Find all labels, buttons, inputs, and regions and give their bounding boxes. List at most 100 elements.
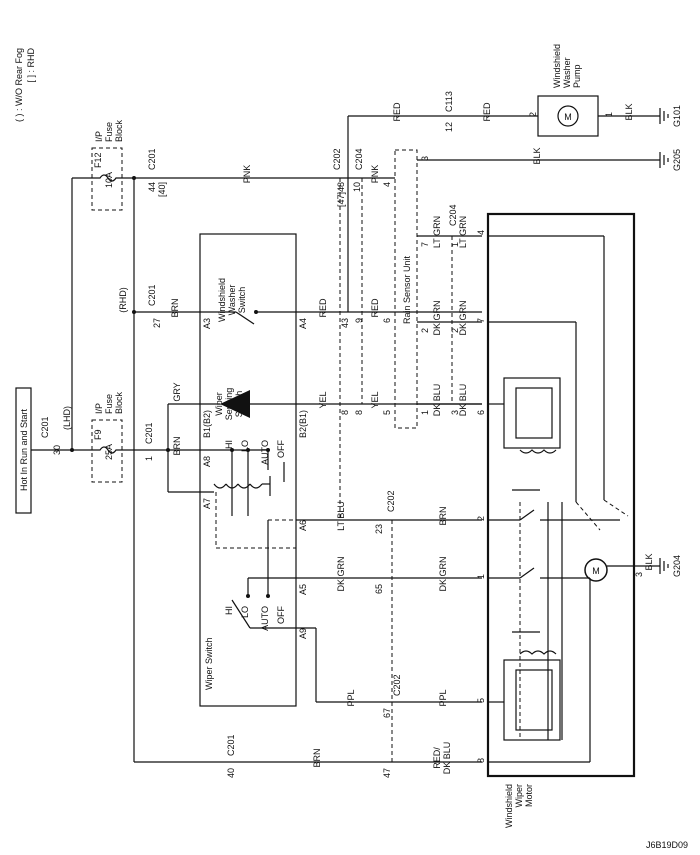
pin-c204-1: 1 bbox=[450, 242, 460, 247]
pin-m-7: 7 bbox=[476, 318, 486, 323]
pump-label-1: Windshield bbox=[552, 44, 562, 88]
variant-rhd: (RHD) bbox=[118, 287, 128, 313]
washer-switch-label-2: Washer bbox=[227, 285, 237, 316]
legend-line-1: ( ) : W/O Rear Fog bbox=[14, 48, 24, 122]
wire-dk-blu-2: DK BLU bbox=[458, 384, 468, 417]
fuse-f9: F9 25A I/P Fuse Block bbox=[91, 391, 124, 483]
variant-lhd: (LHD) bbox=[62, 406, 72, 430]
fuse-f12-rating: 10A bbox=[104, 172, 114, 188]
connector-c204-a: C204 bbox=[354, 148, 364, 170]
wire-blk-3: BLK bbox=[644, 553, 654, 570]
ground-g204: G204 BLK bbox=[634, 553, 682, 577]
pump-motor-symbol: M bbox=[564, 112, 572, 122]
fuse-f12-name: F12 bbox=[93, 152, 103, 168]
wire-red-3: RED bbox=[392, 102, 402, 122]
ground-g205: G205 bbox=[659, 149, 682, 171]
park-cam-lower bbox=[503, 659, 561, 741]
connector-c201-c: C201 bbox=[147, 284, 157, 306]
wire-red-dk-blu-1: RED/ bbox=[432, 747, 442, 769]
wire-blk-2: BLK bbox=[624, 103, 634, 120]
ground-g101-label: G101 bbox=[672, 105, 682, 127]
connector-c204-b: C204 bbox=[448, 204, 458, 226]
pin-sw-a5: A5 bbox=[298, 584, 308, 595]
pin-c202-67: 67 bbox=[382, 708, 392, 718]
pin-sw-a8: A8 bbox=[202, 456, 212, 467]
pin-sw-a3: A3 bbox=[202, 318, 212, 329]
pos-lower-auto: AUTO bbox=[260, 606, 270, 631]
connector-c201-d: C201 bbox=[144, 422, 154, 444]
connector-c201-b: C201 bbox=[147, 148, 157, 170]
pin-sw-a9: A9 bbox=[298, 628, 308, 639]
fuse-f9-block-2: Fuse bbox=[104, 394, 114, 414]
pin-c204-3: 3 bbox=[450, 410, 460, 415]
motor-label-2: Wiper bbox=[514, 784, 524, 808]
pin-rs-7: 7 bbox=[420, 242, 430, 247]
wire-brn-3: BRN bbox=[312, 748, 322, 767]
diagram-code: J6B19D09 bbox=[646, 840, 688, 850]
pos-upper-hi: HI bbox=[224, 440, 234, 449]
pin-pump-1: 1 bbox=[604, 112, 614, 117]
ground-g101: G101 bbox=[659, 105, 682, 127]
pin-sw-a6: A6 bbox=[298, 520, 308, 531]
fuse-f9-name: F9 bbox=[93, 429, 103, 440]
pin-m-8: 8 bbox=[476, 758, 486, 763]
pin-c201-1: 1 bbox=[144, 456, 154, 461]
pos-upper-auto: AUTO bbox=[260, 440, 270, 465]
pin-c113-12: 12 bbox=[444, 122, 454, 132]
wire-red-1: RED bbox=[318, 298, 328, 318]
pin-c202-43: 43 bbox=[340, 318, 350, 328]
supply-box: Hot In Run and Start bbox=[15, 387, 32, 514]
wire-brn-1: BRN bbox=[170, 298, 180, 317]
connector-c113: C113 bbox=[444, 91, 454, 112]
pin-rs-6: 6 bbox=[382, 318, 392, 323]
pin-sw-a4: A4 bbox=[298, 318, 308, 329]
washer-switch-label-3: Switch bbox=[237, 287, 247, 314]
pos-lower-lo: LO bbox=[240, 606, 250, 618]
pin-c202-8: 8 bbox=[340, 410, 350, 415]
wire-dk-grn-2: DK GRN bbox=[438, 556, 448, 591]
pin-m-4: 4 bbox=[476, 230, 486, 235]
pin-rs-1: 1 bbox=[420, 410, 430, 415]
pin-c204-10: 10 bbox=[352, 182, 362, 192]
pin-c204-2: 2 bbox=[450, 328, 460, 333]
pos-upper-lo: LO bbox=[240, 440, 250, 452]
wiper-switch-label: Wiper Switch bbox=[204, 637, 214, 690]
wire-yel-1: YEL bbox=[318, 391, 328, 408]
rain-sensor-unit: Rain Sensor Unit bbox=[394, 149, 418, 429]
pin-c201-40: 40 bbox=[226, 768, 236, 778]
pos-lower-hi: HI bbox=[224, 606, 234, 615]
ground-g204-label: G204 bbox=[672, 555, 682, 577]
wire-brn-4: BRN bbox=[438, 506, 448, 525]
wire-ppl-1: PPL bbox=[346, 689, 356, 706]
fuse-f12: F12 10A I/P Fuse Block bbox=[91, 119, 124, 211]
motor-label-3: Motor bbox=[524, 784, 534, 807]
legend: ( ) : W/O Rear Fog [ ] : RHD bbox=[14, 48, 36, 123]
wire-red-dk-blu-2: DK BLU bbox=[442, 742, 452, 775]
pin-c204-8: 8 bbox=[354, 410, 364, 415]
fuse-f9-rating: 25A bbox=[104, 444, 114, 460]
wire-dk-grn-4: DK GRN bbox=[458, 300, 468, 335]
wire-red-2: RED bbox=[370, 298, 380, 318]
fuse-f9-block-1: I/P bbox=[94, 403, 104, 414]
ground-g205-label: G205 bbox=[672, 149, 682, 171]
rain-sensor-label: Rain Sensor Unit bbox=[402, 255, 412, 324]
supply-label: Hot In Run and Start bbox=[19, 408, 29, 491]
pin-m-2: 2 bbox=[476, 516, 486, 521]
wiper-switch-box: Wiper Switch Windshield Washer Switch A3… bbox=[166, 233, 308, 707]
motor-symbol: M bbox=[592, 566, 600, 576]
pin-c202-23: 23 bbox=[374, 524, 384, 534]
pin-c204-9: 9 bbox=[354, 318, 364, 323]
wire-red-4: RED bbox=[482, 102, 492, 122]
pin-c201-44: 44 bbox=[147, 182, 157, 192]
wire-blk-1: BLK bbox=[532, 147, 542, 164]
wire-dk-grn-3: DK GRN bbox=[432, 300, 442, 335]
fuse-f12-block-2: Fuse bbox=[104, 122, 114, 142]
pin-rs-3: 3 bbox=[420, 156, 430, 161]
wire-ppl-2: PPL bbox=[438, 689, 448, 706]
wire-lt-grn-1: LT GRN bbox=[432, 216, 442, 248]
pump-label-3: Pump bbox=[572, 64, 582, 88]
wire-pnk-2: PNK bbox=[370, 165, 380, 184]
connector-c202-c: C202 bbox=[392, 674, 402, 696]
pump-label-2: Washer bbox=[562, 57, 572, 88]
